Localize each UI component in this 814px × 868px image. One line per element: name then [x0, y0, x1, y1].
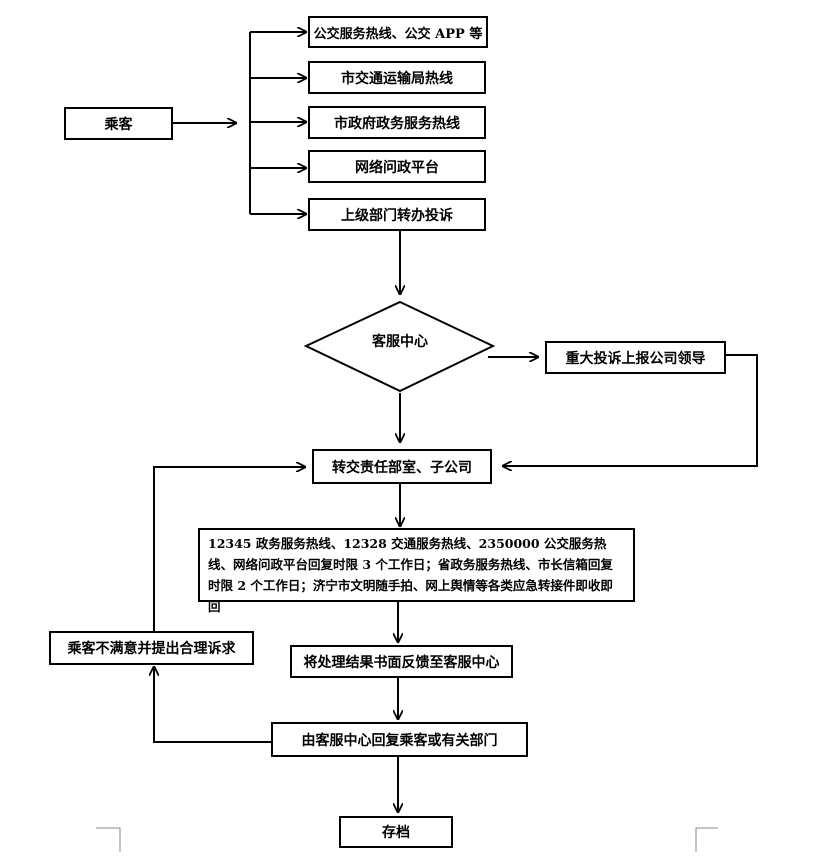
passenger-label: 乘客	[104, 116, 133, 133]
channel-bus-hotline-label: 公交服务热线、公交 APP 等	[313, 26, 483, 42]
channel-superior-dept-box: 上级部门转办投诉	[308, 198, 486, 231]
archive-box: 存档	[339, 816, 453, 848]
channel-online-platform-label: 网络问政平台	[355, 159, 439, 176]
reply-box: 由客服中心回复乘客或有关部门	[271, 722, 528, 757]
unsatisfied-label: 乘客不满意并提出合理诉求	[67, 641, 236, 657]
deadline-note-box: 12345 政务服务热线、12328 交通服务热线、2350000 公交服务热线…	[198, 528, 635, 614]
deadline-note-text: 12345 政务服务热线、12328 交通服务热线、2350000 公交服务热线…	[208, 536, 613, 614]
unsatisfied-box: 乘客不满意并提出合理诉求	[49, 631, 254, 665]
channel-bus-hotline-box: 公交服务热线、公交 APP 等	[308, 16, 488, 48]
major-report-label: 重大投诉上报公司领导	[565, 350, 706, 367]
channel-online-platform-box: 网络问政平台	[308, 150, 486, 183]
page-corner-marks	[96, 827, 718, 852]
transfer-box: 转交责任部室、子公司	[312, 449, 492, 484]
channel-gov-hotline-label: 市政府政务服务热线	[334, 115, 460, 132]
passenger-box: 乘客	[64, 107, 173, 140]
channel-superior-dept-label: 上级部门转办投诉	[341, 207, 453, 224]
channel-transport-bureau-label: 市交通运输局热线	[341, 70, 453, 87]
arrow-reply-to-unsatisfied	[154, 667, 272, 743]
arrow-major-report-to-transfer	[503, 354, 758, 466]
service-center-diamond	[303, 300, 496, 393]
archive-label: 存档	[382, 825, 410, 841]
feedback-label: 将处理结果书面反馈至客服中心	[303, 654, 500, 671]
feedback-box: 将处理结果书面反馈至客服中心	[290, 645, 513, 678]
channel-transport-bureau-box: 市交通运输局热线	[308, 61, 486, 94]
channel-gov-hotline-box: 市政府政务服务热线	[308, 106, 486, 139]
transfer-label: 转交责任部室、子公司	[332, 459, 472, 476]
arrow-unsatisfied-to-transfer	[153, 467, 305, 632]
service-center-label: 客服中心	[372, 334, 428, 350]
reply-label: 由客服中心回复乘客或有关部门	[301, 732, 498, 749]
major-report-box: 重大投诉上报公司领导	[545, 341, 726, 374]
